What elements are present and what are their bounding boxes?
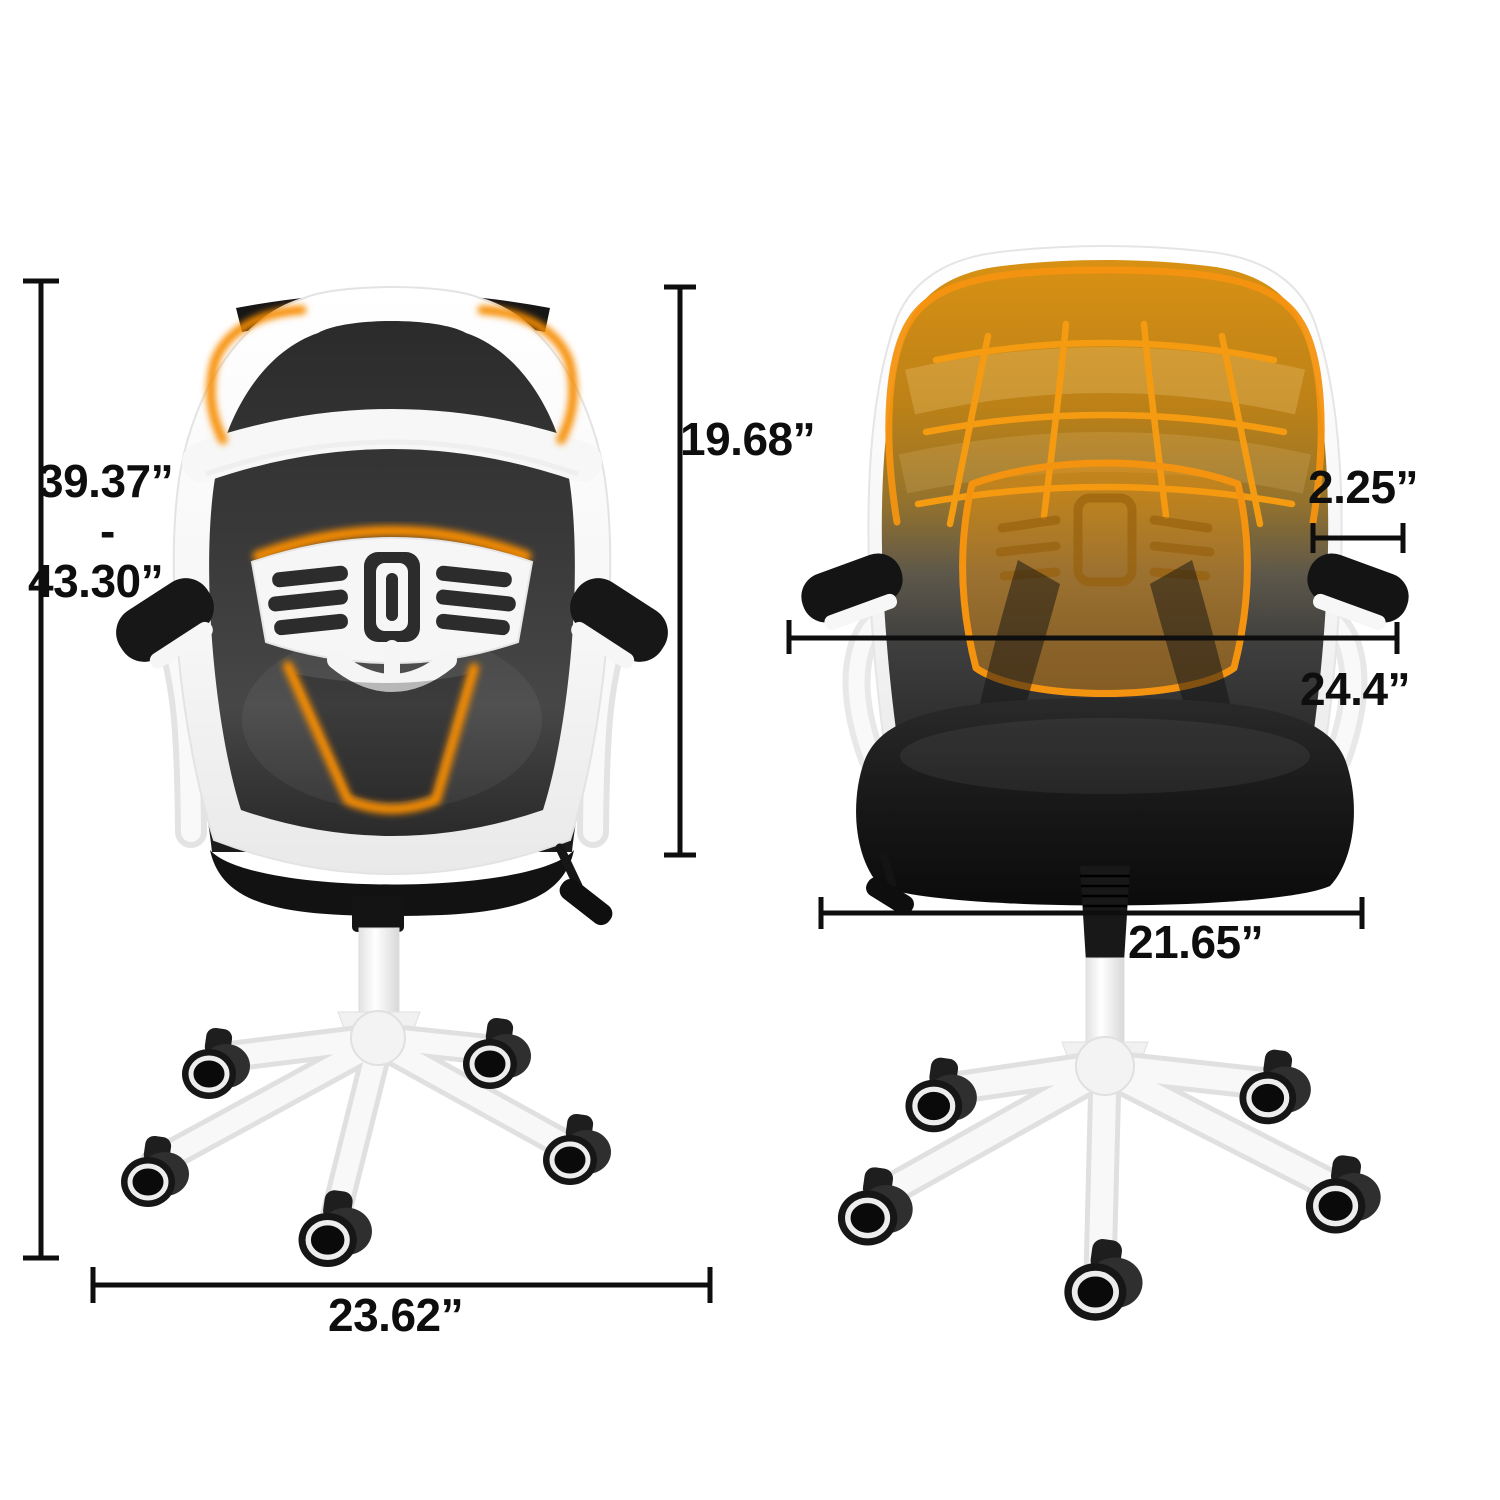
- height-max-label: 43.30”: [28, 555, 164, 607]
- backrest-height-label: 19.68”: [680, 413, 816, 465]
- overall-width-line: [786, 620, 1400, 654]
- dimension-lines: [23, 278, 1406, 1303]
- seat-width-label: 21.65”: [1128, 916, 1264, 968]
- overall-width-label: 24.4”: [1300, 663, 1411, 715]
- height-min-label: 39.37”: [38, 455, 174, 507]
- base-width-line: [90, 1267, 713, 1303]
- chair-front-view-illustration: [801, 245, 1409, 1321]
- height-separator-label: -: [100, 505, 115, 557]
- armrest-pad-depth-label: 2.25”: [1308, 461, 1419, 513]
- base-width-label: 23.62”: [328, 1289, 464, 1341]
- height-range-line: [23, 278, 59, 1261]
- backrest-height-line: [664, 284, 696, 858]
- armrest-pad-depth-line: [1310, 523, 1406, 553]
- seat-width-line: [818, 897, 1365, 929]
- chair-back-view-illustration: [116, 286, 668, 1267]
